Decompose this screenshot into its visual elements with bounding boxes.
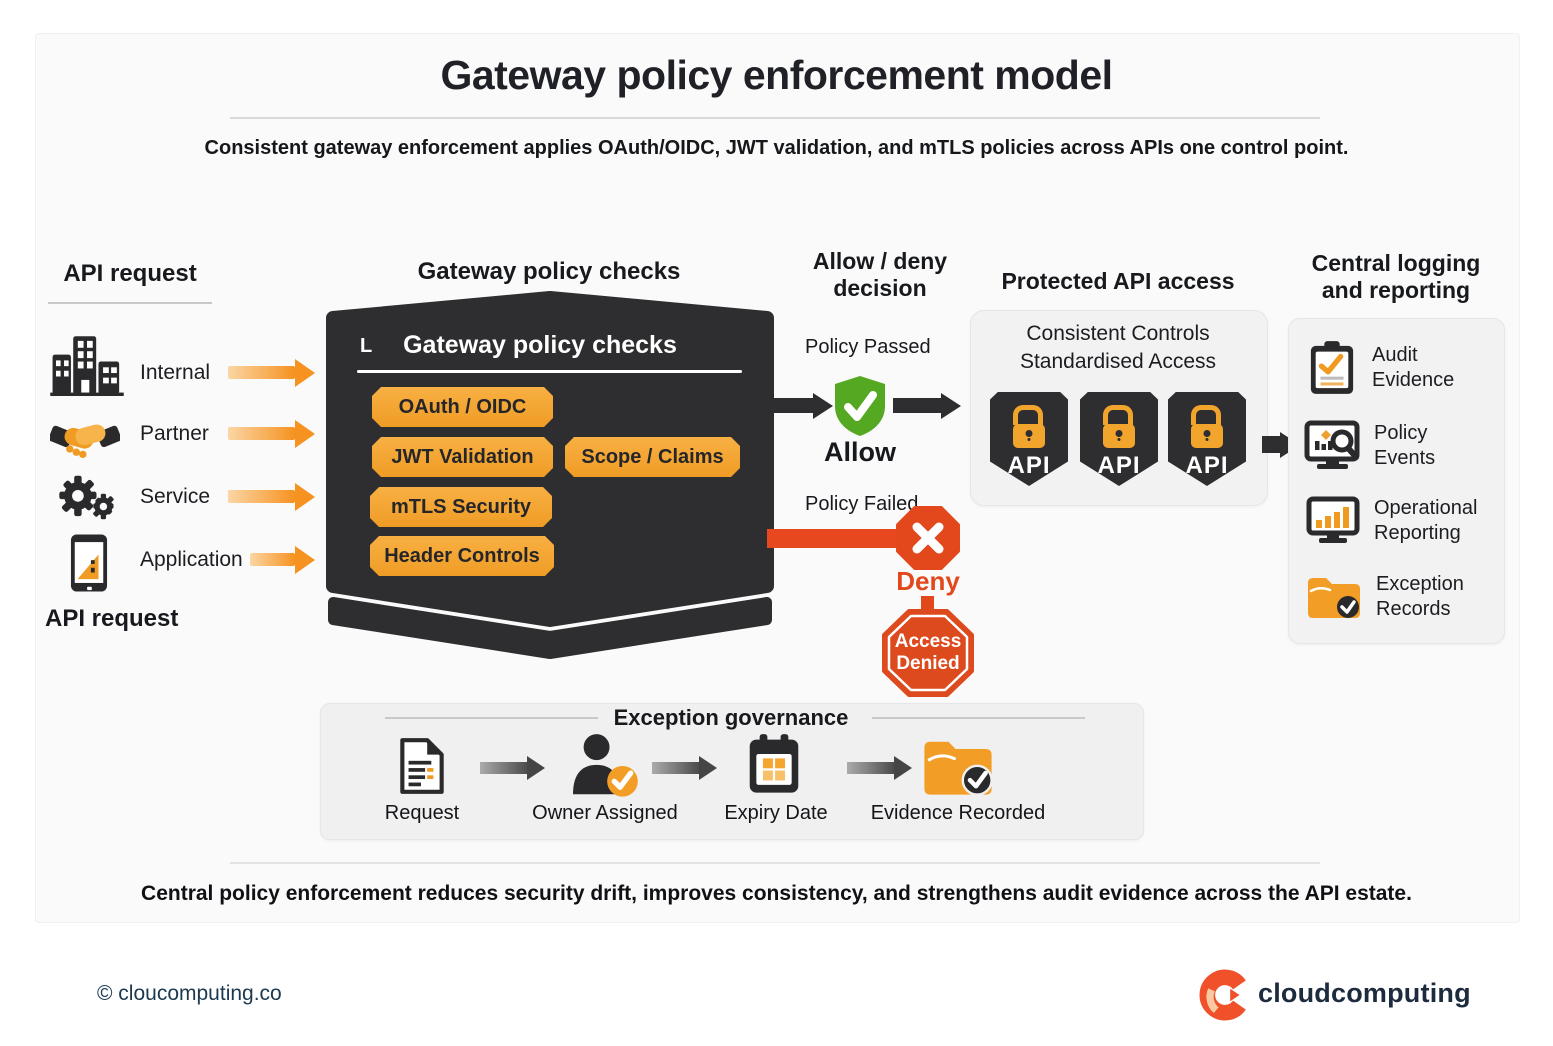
arrow-partner [228,427,295,440]
calendar-icon [749,734,799,793]
lock-icon [1013,405,1045,448]
allow-label: Allow [824,437,896,467]
sources-underline [48,302,212,304]
api-label: API [1185,452,1229,479]
deny-line [767,529,897,548]
check-scope: Scope / Claims [565,437,740,477]
source-label-application: Application [140,548,243,571]
logging-label-operational: Operational Reporting [1374,497,1478,544]
gateway-panel-divider [357,370,742,373]
document-icon [400,738,444,794]
source-label-internal: Internal [140,361,211,384]
decision-heading: Allow / deny decision [812,248,948,301]
source-label-partner: Partner [140,422,209,445]
brand-name: cloudcomputing [1258,978,1471,1008]
governance-label-owner: Owner Assigned [532,802,678,824]
check-header: Header Controls [370,536,554,576]
governance-label-evidence: Evidence Recorded [870,802,1046,824]
api-label: API [1097,452,1141,479]
folder-check-icon [924,741,993,796]
page-title: Gateway policy enforcement model [440,52,1113,98]
governance-line-right [872,717,1085,719]
person-check-icon [573,734,638,797]
arrow-internal [228,366,295,379]
logging-row-exception: Exception Records [1306,572,1496,622]
check-mtls: mTLS Security [370,487,552,527]
cloudcomputing-logo-icon [1199,969,1246,1021]
lock-icon [1191,405,1223,448]
clipboard-check-icon [1310,341,1354,394]
protected-heading: Protected API access [1001,268,1235,294]
protected-line2: Standardised Access [1019,350,1217,373]
governance-label-request: Request [384,802,460,824]
governance-arrow-2 [652,762,699,774]
sources-footer-label: API request [45,605,179,632]
monitor-search-icon [1304,420,1360,469]
source-label-service: Service [140,485,211,508]
api-label: API [1007,452,1051,479]
arrow-service [228,490,295,503]
lock-icon [1103,405,1135,448]
arrow-application [250,553,295,566]
deny-label: Deny [896,566,960,596]
logging-row-operational: Operational Reporting [1306,496,1496,546]
mobile-app-icon [70,534,108,592]
subtitle: Consistent gateway enforcement applies O… [204,137,1349,159]
policy-failed-label: Policy Failed [805,493,919,515]
logging-row-policy-events: Policy Events [1304,420,1494,472]
access-denied-label: Access Denied [894,631,962,674]
arrow-to-logging [1262,436,1280,453]
sources-heading: API request [63,260,197,287]
bottom-divider [230,862,1320,864]
governance-line-left [385,717,598,719]
handshake-icon [50,424,120,459]
arrow-to-allow [765,398,813,413]
gears-icon [59,475,114,520]
folder-check-icon [1308,578,1360,618]
monitor-chart-icon [1306,496,1360,543]
building-icon [50,336,124,396]
deny-connector [921,596,934,609]
logging-row-audit: Audit Evidence [1308,340,1488,396]
governance-label-expiry: Expiry Date [724,802,828,824]
governance-arrow-3 [847,762,894,774]
logging-label-policy-events: Policy Events [1374,422,1436,469]
protected-line1: Consistent Controls [1026,322,1210,345]
footnote: Central policy enforcement reduces secur… [141,882,1412,905]
logging-heading: Central logging and reporting [1311,250,1481,303]
governance-heading: Exception governance [613,705,849,730]
copyright: © cloucomputing.co [97,982,282,1005]
allow-shield-icon [835,376,885,436]
title-divider [230,117,1320,119]
logging-label-exception: Exception Records [1376,573,1464,620]
governance-arrow-1 [480,762,527,774]
governance-box [320,703,1144,840]
check-jwt: JWT Validation [372,437,553,477]
deny-x-icon [896,506,960,570]
access-denied-sign-icon [882,609,974,697]
gateway-panel-title: Gateway policy checks [403,331,677,359]
gateway-panel-badge: L [360,335,373,357]
gateway-heading: Gateway policy checks [417,258,681,285]
logging-label-audit: Audit Evidence [1372,344,1455,391]
policy-passed-label: Policy Passed [805,336,931,358]
arrow-to-protected [893,398,941,413]
check-oauth: OAuth / OIDC [372,387,553,427]
